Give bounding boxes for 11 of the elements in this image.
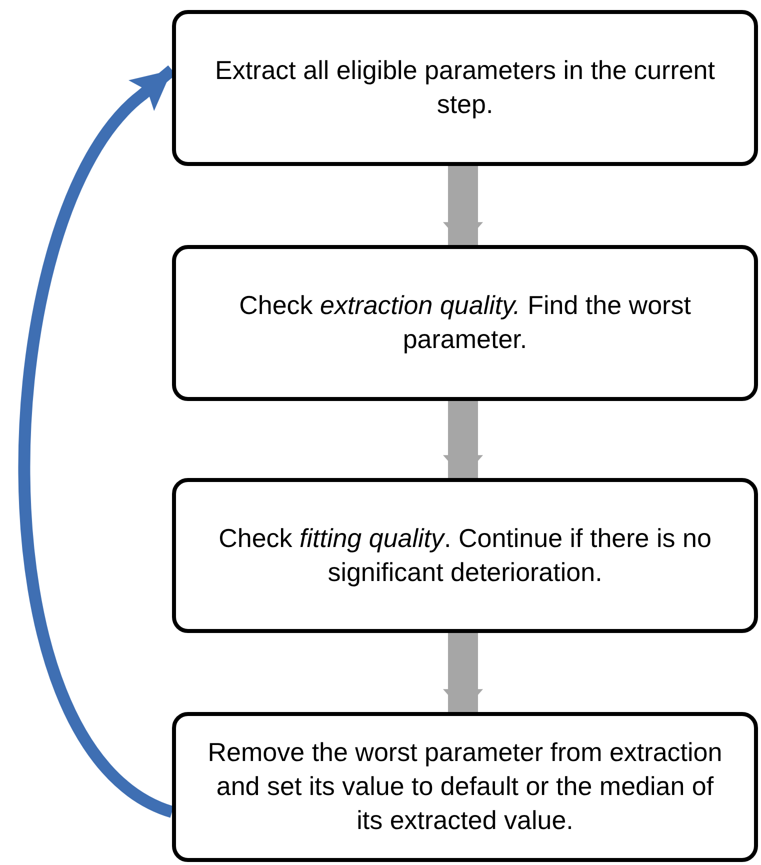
step-text: Extract all eligible parameters in the current step. xyxy=(214,54,716,121)
step-text: Remove the worst parameter from extraction and set its value to default or the median of its extracted value. xyxy=(206,736,724,837)
process-box xyxy=(172,10,758,166)
step-text: Check extraction quality. Find the worst parameter. xyxy=(238,289,692,356)
process-box xyxy=(172,245,758,401)
block-arrow xyxy=(443,401,483,478)
step-text: Check fitting quality. Continue if there is no significant deterioration. xyxy=(218,522,712,588)
process-box xyxy=(172,712,758,862)
process-box xyxy=(172,478,758,633)
block-arrow xyxy=(443,166,483,245)
block-arrow xyxy=(443,633,483,712)
